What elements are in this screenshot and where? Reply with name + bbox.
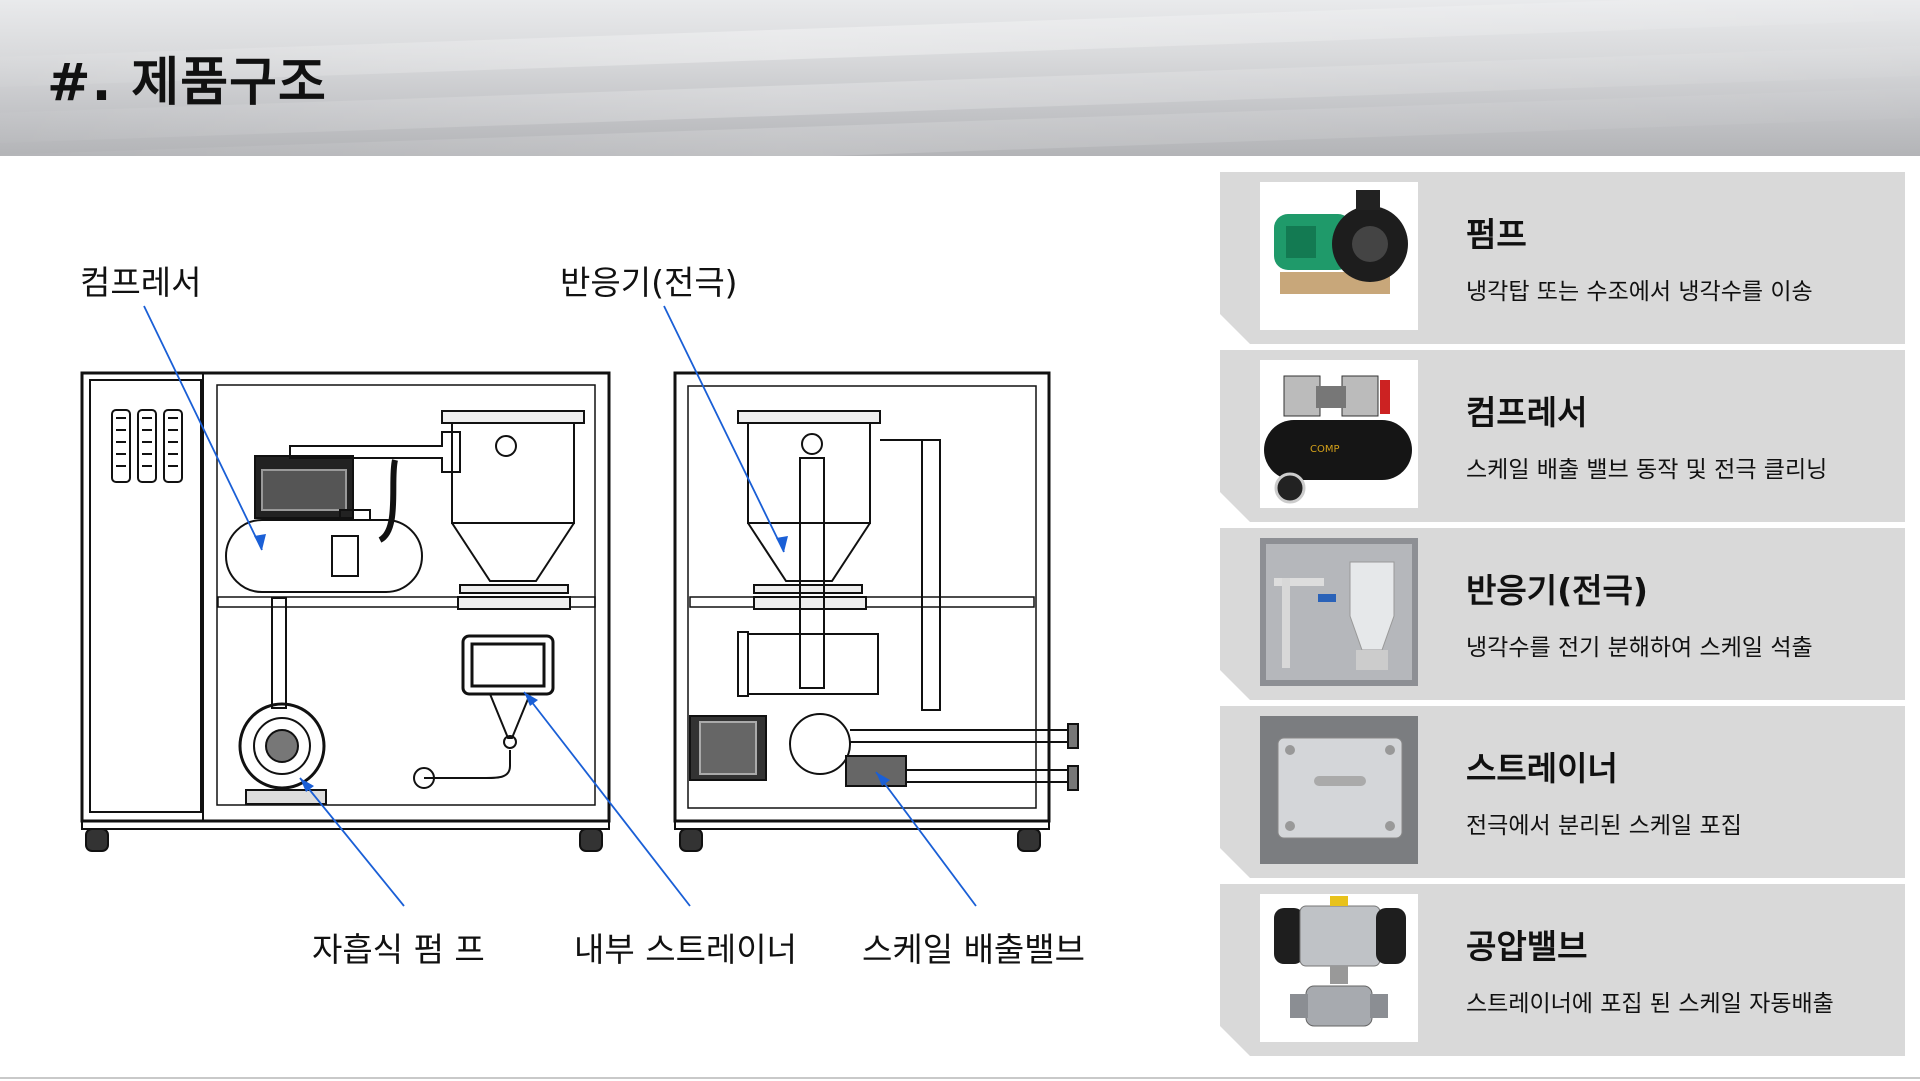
- component-description: 스케일 배출 밸브 동작 및 전극 클리닝: [1466, 457, 1828, 483]
- component-card: 반응기(전극) 냉각수를 전기 분해하여 스케일 석출: [1220, 528, 1905, 700]
- component-card: 스트레이너 전극에서 분리된 스케일 포집: [1220, 706, 1905, 878]
- pump-photo-icon: [1260, 182, 1418, 330]
- component-title: 펌프: [1466, 215, 1527, 254]
- right-unit-drawing: [673, 371, 1079, 852]
- component-card: 펌프 냉각탑 또는 수조에서 냉각수를 이송: [1220, 172, 1905, 344]
- component-card: COMP 컴프레서 스케일 배출 밸브 동작 및 전극 클리닝: [1220, 350, 1905, 522]
- component-title: 스트레이너: [1466, 749, 1618, 788]
- component-description: 냉각탑 또는 수조에서 냉각수를 이송: [1466, 279, 1813, 305]
- svg-text:COMP: COMP: [1310, 444, 1340, 455]
- pneumatic-valve-photo-icon: [1260, 894, 1418, 1042]
- leader-lines: [143, 305, 977, 907]
- strainer-photo-icon: [1260, 716, 1418, 864]
- callout-compressor: 컴프레서: [80, 263, 202, 302]
- component-description: 냉각수를 전기 분해하여 스케일 석출: [1466, 635, 1813, 661]
- callout-internal-strainer: 내부 스트레이너: [574, 930, 798, 969]
- header-banner: #. 제품구조: [0, 0, 1920, 156]
- product-structure-diagram: 컴프레서 반응기(전극) 자흡식 펌 프 내부 스트레이너 스케일 배출밸브: [0, 156, 1200, 1076]
- component-card: 공압밸브 스트레이너에 포집 된 스케일 자동배출: [1220, 884, 1905, 1056]
- component-description: 전극에서 분리된 스케일 포집: [1466, 813, 1742, 839]
- component-title: 공압밸브: [1466, 927, 1588, 966]
- component-title: 컴프레서: [1466, 393, 1588, 432]
- page-title: #. 제품구조: [47, 53, 327, 113]
- compressor-photo-icon: COMP: [1260, 360, 1418, 508]
- callout-reactor: 반응기(전극): [560, 263, 738, 302]
- component-title: 반응기(전극): [1466, 571, 1648, 610]
- component-description: 스트레이너에 포집 된 스케일 자동배출: [1466, 991, 1834, 1017]
- bottom-divider: [0, 1077, 1920, 1079]
- left-unit-drawing: [80, 371, 611, 852]
- callout-self-priming-pump: 자흡식 펌 프: [312, 930, 485, 969]
- reactor-photo-icon: [1260, 538, 1418, 686]
- callout-scale-valve: 스케일 배출밸브: [862, 930, 1086, 969]
